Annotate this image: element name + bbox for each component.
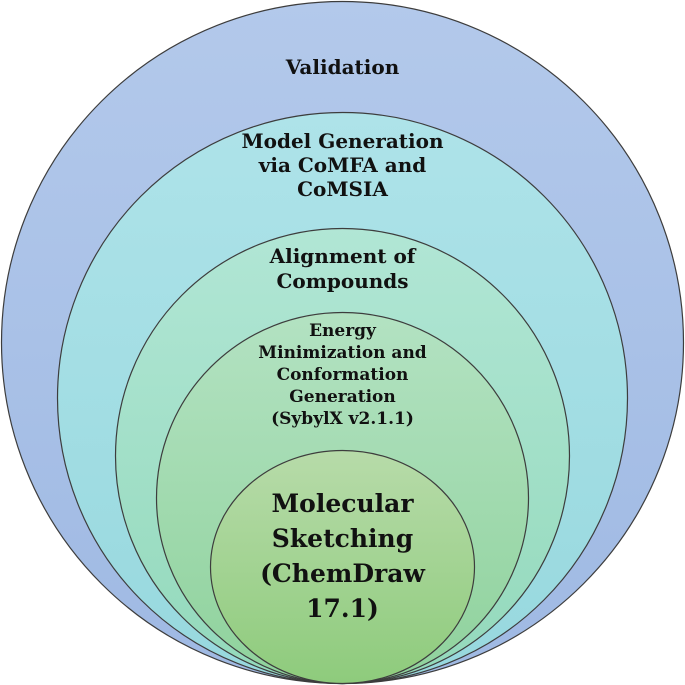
molecular-sketching-label: Molecular Sketching (ChemDraw 17.1) — [0, 486, 685, 626]
energy-minimization-label-line: Generation — [289, 387, 396, 408]
energy-minimization-label-line: Conformation — [276, 365, 409, 386]
model-generation-label-line: via CoMFA and — [258, 153, 427, 177]
energy-minimization-label-line: (SybylX v2.1.1) — [271, 409, 414, 430]
alignment-label-line: Alignment of — [269, 244, 416, 268]
molecular-sketching-label-line: 17.1) — [306, 594, 379, 623]
model-generation-label-line: Model Generation — [241, 129, 444, 153]
energy-minimization-label-line: Minimization and — [258, 343, 427, 364]
validation-label-line: Validation — [285, 55, 400, 79]
energy-minimization-label: Energy Minimization and Conformation Gen… — [0, 320, 685, 430]
model-generation-label: Model Generation via CoMFA and CoMSIA — [0, 129, 685, 201]
alignment-label-line: Compounds — [276, 269, 409, 293]
molecular-sketching-label-line: (ChemDraw — [260, 559, 425, 588]
validation-label: Validation — [0, 55, 685, 79]
molecular-sketching-label-line: Sketching — [271, 524, 414, 553]
molecular-sketching-label-line: Molecular — [271, 489, 414, 518]
alignment-label: Alignment of Compounds — [0, 244, 685, 294]
energy-minimization-label-line: Energy — [309, 321, 376, 341]
molecular-sketching-circle — [209, 449, 476, 685]
model-generation-label-line: CoMSIA — [297, 177, 388, 201]
